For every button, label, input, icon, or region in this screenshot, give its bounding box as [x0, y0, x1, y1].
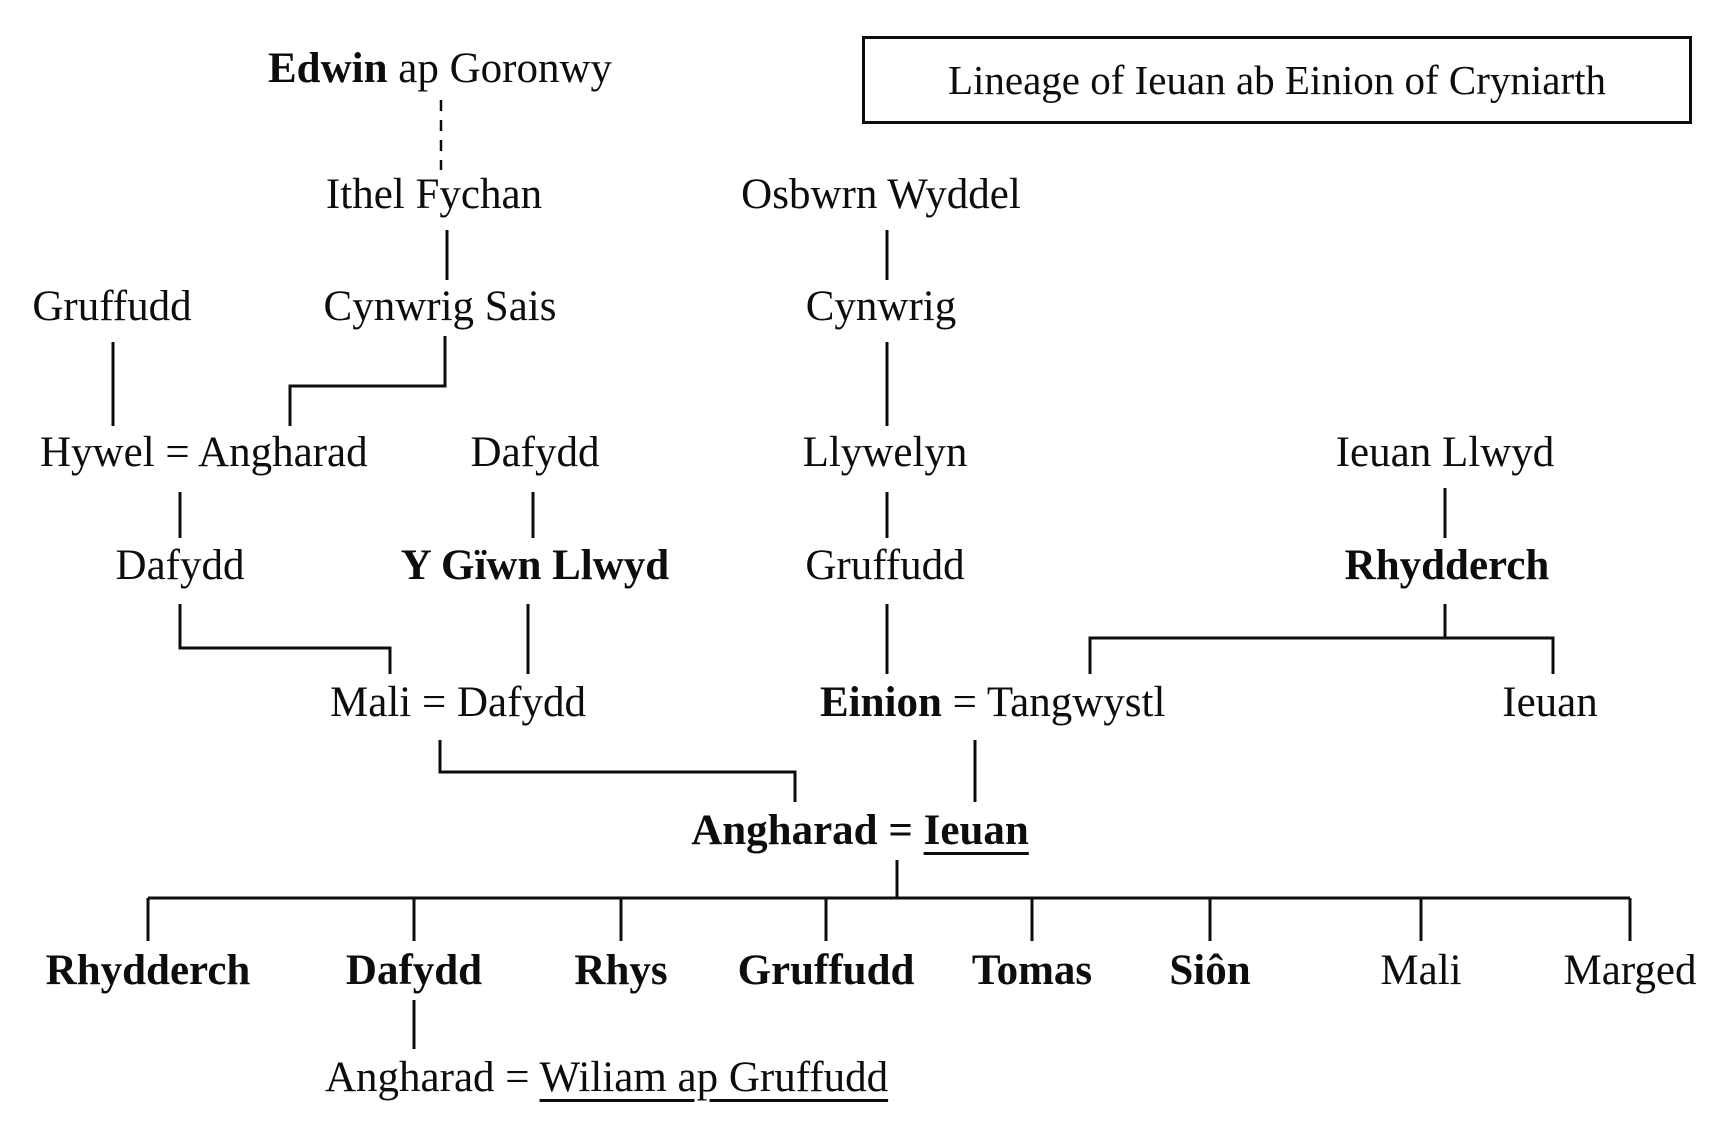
person-ieuan-row7: Ieuan: [923, 807, 1029, 854]
equals-sign: =: [421, 679, 447, 726]
person-cynwrig: Cynwrig: [805, 283, 957, 330]
person-wiliam-ap-gruffudd: Wiliam ap Gruffudd: [539, 1054, 889, 1101]
child-gruffudd: Gruffudd: [737, 947, 915, 994]
couple-angharad-wiliam: Angharad = Wiliam ap Gruffudd: [325, 1055, 888, 1100]
equals-sign: =: [952, 679, 977, 726]
person-osbwrn-wyddel: Osbwrn Wyddel: [741, 171, 1021, 218]
child-dafydd: Dafydd: [345, 947, 483, 994]
child-sion: Siôn: [1169, 947, 1251, 994]
person-dafydd-row4: Dafydd: [470, 429, 600, 476]
edge-cynwrig-sais-to-angharad: [288, 336, 447, 426]
child-rhydderch: Rhydderch: [45, 947, 251, 994]
edge-rhydderch-fork: [1088, 604, 1555, 674]
person-llywelyn: Llywelyn: [802, 429, 968, 476]
person-dafydd-row6: Dafydd: [456, 679, 586, 726]
person-tangwystl: Tangwystl: [986, 679, 1166, 726]
equals-sign: =: [165, 429, 190, 476]
edge-dafydd-row5-to-mali: [178, 604, 392, 674]
person-angharad-row9: Angharad: [325, 1054, 495, 1101]
equals-sign: =: [505, 1054, 530, 1101]
child-rhys: Rhys: [574, 947, 668, 994]
person-dafydd-row5: Dafydd: [115, 542, 245, 589]
couple-mali-dafydd: Mali = Dafydd: [330, 680, 586, 725]
person-edwin-ap-goronwy: Edwin ap Goronwy: [267, 45, 613, 92]
person-mali-row6: Mali: [330, 679, 412, 726]
person-angharad-row4: Angharad: [198, 429, 368, 476]
person-gruffudd-elder: Gruffudd: [32, 283, 192, 330]
person-angharad-row7: Angharad: [691, 807, 878, 854]
child-marged: Marged: [1563, 947, 1697, 994]
chart-title-box: Lineage of Ieuan ab Einion of Cryniarth: [862, 36, 1692, 124]
person-ithel-fychan: Ithel Fychan: [325, 171, 543, 218]
person-y-giwn-llwyd: Y Gïwn Llwyd: [400, 542, 670, 589]
person-cynwrig-sais: Cynwrig Sais: [323, 283, 557, 330]
child-mali: Mali: [1380, 947, 1462, 994]
edge-mali-couple-to-angharad: [438, 740, 797, 802]
person-einion: Einion: [820, 679, 942, 726]
couple-einion-tangwystl: Einion = Tangwystl: [820, 680, 1165, 725]
chart-title: Lineage of Ieuan ab Einion of Cryniarth: [947, 57, 1607, 103]
person-hywel: Hywel: [40, 429, 155, 476]
person-rhydderch-row5: Rhydderch: [1344, 542, 1550, 589]
equals-sign: =: [888, 807, 913, 854]
edge-children-bar: [146, 896, 1632, 941]
person-ieuan-llwyd: Ieuan Llwyd: [1335, 429, 1555, 476]
couple-hywel-angharad: Hywel = Angharad: [40, 430, 368, 475]
person-ieuan-row6: Ieuan: [1502, 679, 1598, 726]
person-gruffudd-row5: Gruffudd: [805, 542, 965, 589]
couple-angharad-ieuan: Angharad = Ieuan: [691, 808, 1029, 853]
child-tomas: Tomas: [971, 947, 1093, 994]
